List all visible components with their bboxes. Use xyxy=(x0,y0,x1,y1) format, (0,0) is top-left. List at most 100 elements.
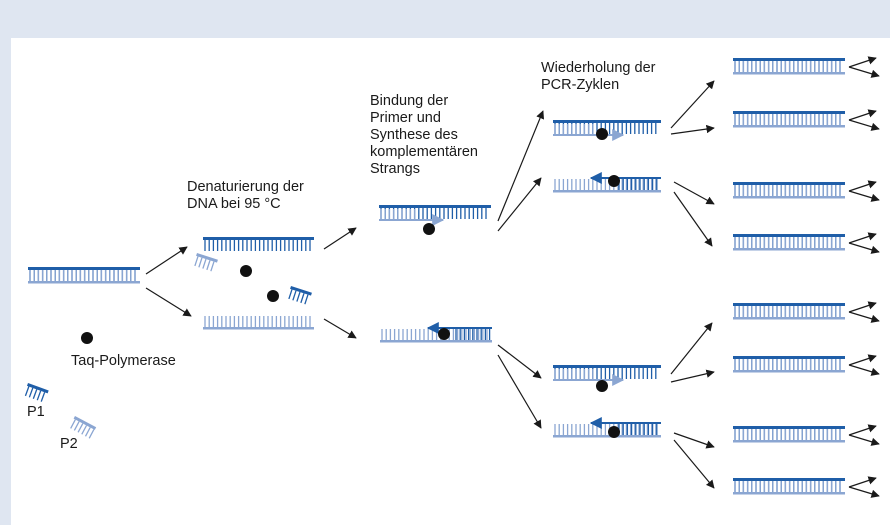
template-strand xyxy=(553,365,661,368)
template-strand xyxy=(379,205,491,208)
taq-polymerase-dot xyxy=(423,223,435,235)
process-arrow xyxy=(145,246,188,275)
taq-polymerase-markers xyxy=(81,128,620,438)
process-arrow xyxy=(145,287,192,317)
strand-top xyxy=(733,234,845,237)
process-arrows xyxy=(145,56,880,498)
product-arrow-up xyxy=(848,180,877,192)
base-tick xyxy=(73,421,80,431)
process-arrow xyxy=(673,191,713,247)
taq-polymerase-dot xyxy=(438,328,450,340)
product-arrow-down xyxy=(848,119,880,131)
process-arrow xyxy=(670,322,713,375)
base-tick xyxy=(288,289,293,300)
denatured-top-strand xyxy=(203,237,314,251)
strand-top xyxy=(733,356,845,359)
base-tick xyxy=(24,386,30,397)
taq-polymerase-dot xyxy=(81,332,93,344)
product-dna-1 xyxy=(733,58,845,75)
strand-top xyxy=(733,303,845,306)
process-arrow xyxy=(497,344,542,379)
product-arrow-up xyxy=(848,424,877,436)
product-arrow-down xyxy=(848,242,880,254)
primer-p1 xyxy=(24,383,49,402)
cycle-upper-2 xyxy=(553,172,661,193)
primer-strand xyxy=(290,286,312,296)
denatured-bottom-strand xyxy=(203,316,314,330)
base-tick xyxy=(81,425,88,435)
product-dna-3 xyxy=(733,182,845,199)
primer-p2 xyxy=(70,416,97,439)
cycle-lower-2 xyxy=(553,417,661,438)
label-binding-synthesis: Bindung der Primer und Synthese des komp… xyxy=(370,93,478,177)
strand-top xyxy=(733,182,845,185)
strand-bottom xyxy=(733,248,845,251)
taq-polymerase-dot xyxy=(596,380,608,392)
strand-bottom xyxy=(733,317,845,320)
base-tick xyxy=(292,290,297,301)
product-dna-4 xyxy=(733,234,845,251)
process-arrow xyxy=(323,318,357,339)
primer-strand xyxy=(73,416,97,430)
base-tick xyxy=(304,294,309,305)
process-arrow xyxy=(670,369,715,383)
product-dna-5 xyxy=(733,303,845,320)
product-arrow-down xyxy=(848,434,880,446)
process-arrow xyxy=(323,227,357,250)
base-tick xyxy=(194,256,199,267)
base-tick xyxy=(206,260,211,271)
diagram-panel: Denaturierung der DNA bei 95 °C Bindung … xyxy=(11,38,890,525)
primer-p2-loose xyxy=(194,252,218,272)
template-strand xyxy=(380,340,492,343)
process-arrow xyxy=(497,354,542,429)
strand-top xyxy=(733,111,845,114)
label-primer-p2: P2 xyxy=(60,436,78,452)
strand-bottom xyxy=(733,196,845,199)
product-arrow-up xyxy=(848,232,877,244)
pcr-diagram xyxy=(24,56,880,498)
base-tick xyxy=(84,427,91,437)
process-arrow xyxy=(497,177,542,232)
template-strand xyxy=(553,190,661,193)
strand-top xyxy=(733,478,845,481)
base-tick xyxy=(202,258,207,269)
strand-bottom xyxy=(733,492,845,495)
label-primer-p1: P1 xyxy=(27,404,45,420)
product-arrow-up xyxy=(848,354,877,366)
label-denaturation: Denaturierung der DNA bei 95 °C xyxy=(187,179,304,212)
product-dna-2 xyxy=(733,111,845,128)
product-dna-6 xyxy=(733,356,845,373)
base-tick xyxy=(198,257,203,268)
strand-bottom xyxy=(733,370,845,373)
synthesis-upper xyxy=(379,205,491,226)
strand-top xyxy=(203,237,314,240)
product-arrow-down xyxy=(848,190,880,202)
base-tick xyxy=(210,261,215,272)
product-arrow-down xyxy=(848,66,880,78)
product-arrow-down xyxy=(848,364,880,376)
taq-polymerase-dot xyxy=(596,128,608,140)
strand-bottom xyxy=(733,440,845,443)
base-tick xyxy=(32,389,38,399)
product-arrow-up xyxy=(848,56,877,68)
product-arrow-down xyxy=(848,486,880,498)
strand-bottom xyxy=(28,281,140,284)
template-strand xyxy=(553,120,661,123)
strand-top xyxy=(733,426,845,429)
label-repetition: Wiederholung der PCR-Zyklen xyxy=(541,60,656,93)
process-arrow xyxy=(670,124,715,135)
base-tick xyxy=(70,419,76,429)
synthesis-lower xyxy=(380,322,492,343)
strand-top xyxy=(28,267,140,270)
strand-top xyxy=(733,58,845,61)
process-arrow xyxy=(673,439,715,489)
strand-bottom xyxy=(733,72,845,75)
primer-p1-loose xyxy=(288,286,312,305)
product-dna-7 xyxy=(733,426,845,443)
strand-bottom xyxy=(733,125,845,128)
base-tick xyxy=(28,387,34,398)
base-tick xyxy=(296,291,301,302)
primer-strand xyxy=(26,383,49,394)
process-arrow xyxy=(497,110,545,222)
template-strand xyxy=(553,435,661,438)
